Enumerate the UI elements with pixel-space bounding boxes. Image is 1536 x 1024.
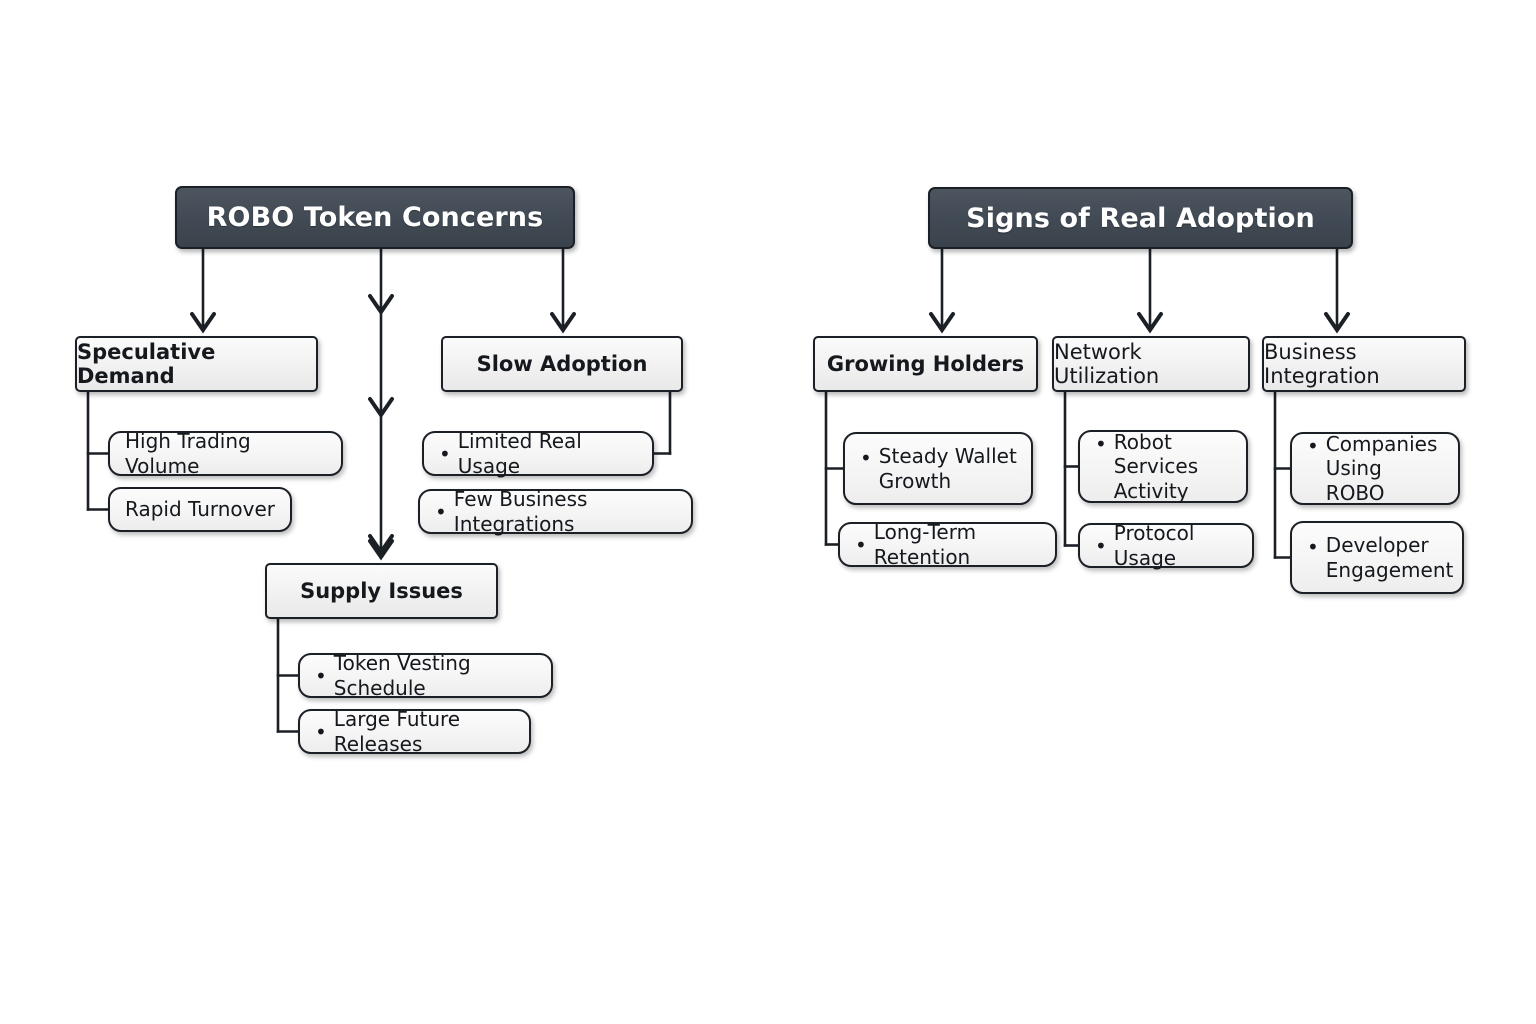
- bullet-icon: •: [439, 441, 451, 466]
- leaf-node-supply-issues-2-label: Large Future Releases: [333, 707, 461, 756]
- bullet-icon: •: [435, 499, 447, 524]
- branch-node-network-utilization[interactable]: Network Utilization: [1052, 336, 1250, 392]
- branch-node-slow-adoption[interactable]: Slow Adoption: [441, 336, 683, 392]
- arrowhead-icon: [368, 539, 394, 561]
- arrowhead-icon: [368, 294, 394, 316]
- arrowhead-icon: [368, 534, 394, 556]
- bullet-icon: •: [1307, 535, 1319, 560]
- leaf-node-supply-issues-1-label: Token Vesting Schedule: [333, 651, 471, 700]
- bullet-icon: •: [1307, 433, 1319, 458]
- arrowhead-icon: [1137, 312, 1163, 334]
- root-node-adoption[interactable]: Signs of Real Adoption: [928, 187, 1353, 249]
- bullet-icon: •: [855, 532, 867, 557]
- bullet-icon: •: [860, 446, 872, 471]
- leaf-node-speculative-demand-1-label: High Trading Volume: [125, 429, 251, 478]
- leaf-node-business-integration-2[interactable]: •Developer Engagement: [1290, 521, 1464, 594]
- root-node-concerns[interactable]: ROBO Token Concerns: [175, 186, 575, 249]
- branch-node-speculative-demand[interactable]: Speculative Demand: [75, 336, 318, 392]
- root-node-concerns-label: ROBO Token Concerns: [206, 202, 544, 233]
- leaf-node-slow-adoption-1-label: Limited Real Usage: [457, 429, 582, 478]
- leaf-node-growing-holders-1[interactable]: •Steady Wallet Growth: [843, 432, 1033, 505]
- leaf-node-slow-adoption-1[interactable]: •Limited Real Usage: [422, 429, 654, 478]
- arrowhead-icon: [190, 312, 216, 334]
- branch-node-network-utilization-label: Network Utilization: [1054, 340, 1160, 388]
- leaf-node-speculative-demand-1[interactable]: High Trading Volume: [108, 429, 343, 478]
- root-node-adoption-label: Signs of Real Adoption: [966, 202, 1315, 234]
- branch-node-supply-issues-label: Supply Issues: [300, 579, 463, 603]
- leaf-node-business-integration-1[interactable]: •Companies Using ROBO: [1290, 432, 1460, 505]
- bullet-icon: •: [1095, 533, 1107, 558]
- leaf-node-speculative-demand-2[interactable]: Rapid Turnover: [108, 487, 292, 532]
- leaf-node-network-utilization-2-label: Protocol Usage: [1113, 521, 1195, 570]
- leaf-node-growing-holders-2[interactable]: •Long-Term Retention: [838, 520, 1057, 569]
- arrowhead-icon: [1324, 312, 1350, 334]
- leaf-node-supply-issues-2[interactable]: •Large Future Releases: [298, 707, 531, 756]
- bullet-icon: •: [1095, 431, 1107, 456]
- leaf-node-business-integration-1-label: Companies Using ROBO: [1325, 431, 1438, 505]
- bullet-icon: •: [315, 663, 327, 688]
- branch-node-growing-holders[interactable]: Growing Holders: [813, 336, 1038, 392]
- branch-node-business-integration-label: Business Integration: [1264, 340, 1380, 388]
- branch-node-growing-holders-label: Growing Holders: [826, 352, 1025, 376]
- branch-node-business-integration[interactable]: Business Integration: [1262, 336, 1466, 392]
- leaf-node-network-utilization-2[interactable]: •Protocol Usage: [1078, 521, 1254, 570]
- branch-node-speculative-demand-label: Speculative Demand: [77, 340, 216, 388]
- leaf-node-speculative-demand-2-label: Rapid Turnover: [125, 497, 276, 522]
- leaf-node-growing-holders-2-label: Long-Term Retention: [873, 520, 977, 569]
- leaf-node-network-utilization-1[interactable]: •Robot Services Activity: [1078, 430, 1248, 503]
- arrowhead-icon: [929, 312, 955, 334]
- bullet-icon: •: [315, 719, 327, 744]
- arrowhead-icon: [368, 397, 394, 419]
- branch-node-slow-adoption-label: Slow Adoption: [476, 352, 648, 376]
- arrowhead-icon: [550, 312, 576, 334]
- leaf-node-growing-holders-1-label: Steady Wallet Growth: [878, 444, 1017, 493]
- branch-node-supply-issues[interactable]: Supply Issues: [265, 563, 498, 619]
- leaf-node-network-utilization-1-label: Robot Services Activity: [1113, 429, 1199, 503]
- leaf-node-slow-adoption-2[interactable]: •Few Business Integrations: [418, 487, 693, 536]
- leaf-node-supply-issues-1[interactable]: •Token Vesting Schedule: [298, 651, 553, 700]
- leaf-node-business-integration-2-label: Developer Engagement: [1325, 533, 1454, 582]
- leaf-node-slow-adoption-2-label: Few Business Integrations: [453, 487, 588, 536]
